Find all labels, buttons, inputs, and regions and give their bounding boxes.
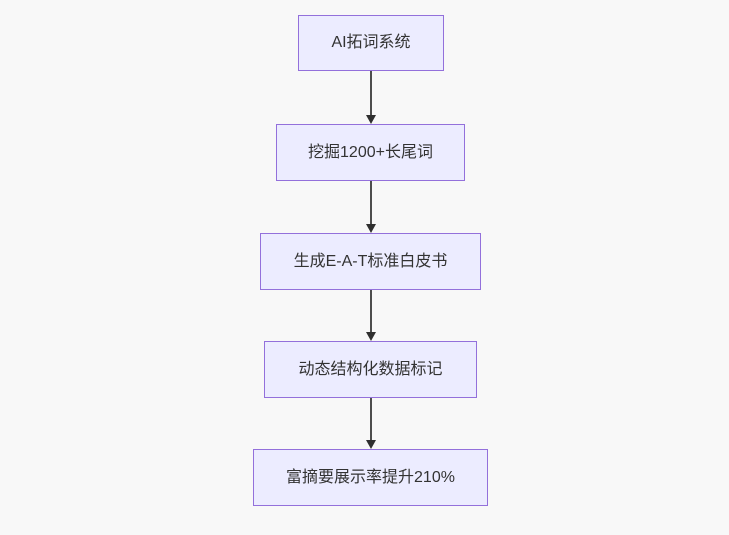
flow-edge-2	[365, 181, 376, 233]
arrowhead-down-icon	[365, 440, 376, 449]
flow-edge-1	[365, 71, 376, 124]
flow-edge-3	[365, 290, 376, 341]
edge-line	[369, 290, 372, 332]
flow-node-label: 动态结构化数据标记	[298, 360, 443, 378]
flow-node-label: AI拓词系统	[331, 34, 411, 51]
arrowhead-down-icon	[365, 115, 376, 124]
arrowhead-down-icon	[365, 332, 376, 341]
flow-node-structured-data-markup: 动态结构化数据标记	[264, 341, 477, 398]
flow-node-ai-word-expansion: AI拓词系统	[298, 15, 444, 71]
arrowhead-down-icon	[365, 224, 376, 233]
flow-node-longtail-mining: 挖掘1200+长尾词	[276, 124, 465, 181]
flow-node-rich-snippet-result: 富摘要展示率提升210%	[253, 449, 488, 506]
flow-edge-4	[365, 398, 376, 449]
flow-node-label: 挖掘1200+长尾词	[308, 143, 433, 161]
edge-line	[369, 398, 372, 440]
flow-node-label: 生成E-A-T标准白皮书	[293, 252, 448, 270]
edge-line	[369, 181, 372, 224]
flow-node-eat-whitepaper: 生成E-A-T标准白皮书	[260, 233, 481, 290]
flow-node-label: 富摘要展示率提升210%	[286, 468, 455, 486]
edge-line	[369, 71, 372, 115]
